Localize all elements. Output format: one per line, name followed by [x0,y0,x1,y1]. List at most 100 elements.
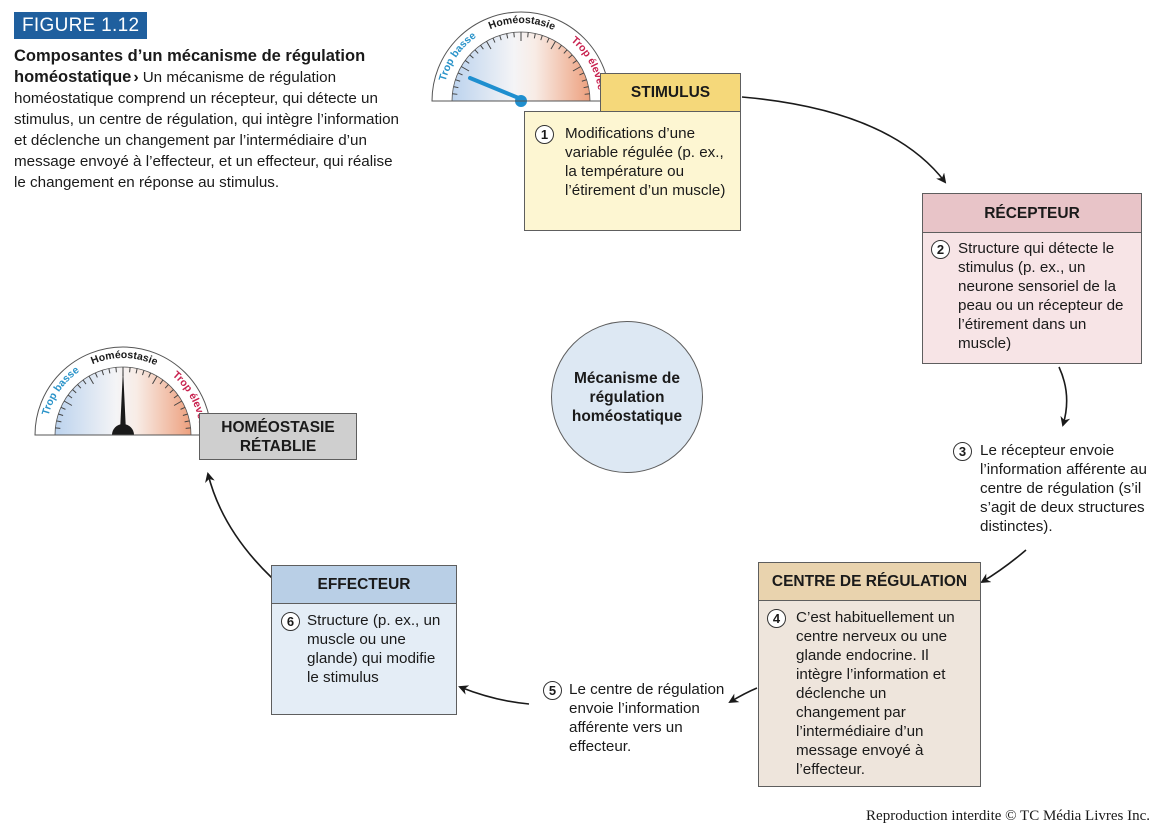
gauge-tick [513,32,515,38]
arrow-effecteur-to-retablie [205,472,273,579]
gauge-tick [173,400,183,406]
effecteur-box [271,603,457,715]
gauge-tick [56,420,62,423]
gauge-stimulus-needle [468,76,523,101]
caption-title: Composantes d’un mécanisme de régulation… [14,47,366,86]
gauge-tick [148,372,152,378]
gauge-tick [58,413,64,417]
gauge-tick [486,40,492,50]
gauge-tick [563,49,568,54]
gauge-tick [550,40,556,50]
gauge-tick [480,44,484,50]
retablie-header: HOMÉOSTASIE RÉTABLIE [199,413,357,460]
step-6-badge: 6 [281,612,300,631]
gauge-tick [169,389,174,394]
gauge-tick [540,35,543,41]
step-4-badge: 4 [767,609,786,628]
step-3-text: Le récepteur envoie l’information affére… [980,442,1147,535]
gauge-tick [88,375,94,385]
gauge-tick [546,37,550,43]
gauge-tick [184,420,190,423]
gauge-tick [173,394,179,399]
gauge-tick [182,413,188,417]
gauge-tick [159,379,164,385]
stimulus-title: STIMULUS [630,84,711,101]
gauge-tick [94,372,98,378]
gauge-retablie [34,346,212,436]
figure-label: FIGURE 1.12 [14,12,148,39]
step-1-badge: 1 [535,125,554,144]
gauge-tick [115,367,117,373]
gauge-tick [499,35,502,41]
gauge-tick [464,60,470,64]
gauge-tick [584,93,590,95]
gauge-retablie-needle [120,368,126,432]
gauge-tick [469,54,474,59]
gauge-tick [460,66,470,72]
gauge-tick [474,49,479,54]
recepteur-header: RÉCEPTEUR [922,193,1142,233]
step-2-badge: 2 [931,240,950,259]
stimulus-header: STIMULUS [600,73,741,112]
gauge-tick [572,66,582,72]
arrow-recepteur-to-step3 [1058,366,1071,427]
center-mechanism-circle: Mécanisme de régulation homéostatique [551,321,703,473]
gauge-tick [101,370,105,376]
centre-header: CENTRE DE RÉGULATION [758,562,981,601]
gauge-tick [558,44,562,50]
gauge-tick [533,33,536,39]
gauge-tick [77,384,82,389]
gauge-stimulus [431,11,611,107]
gauge-tick [141,370,145,376]
step-5-text: Le centre de régulation envoie l’informa… [569,681,725,755]
arrow-step5-to-effecteur [458,685,530,705]
centre-text: C’est habituellement un centre nerveux o… [796,609,955,778]
step-5-badge: 5 [543,681,562,700]
gauge-tick [452,93,458,95]
center-mechanism-label: Mécanisme de régulation homéostatique [571,369,683,425]
gauge-tick [55,427,61,429]
effecteur-title: EFFECTEUR [317,576,411,593]
step-3-badge: 3 [953,442,972,461]
gauge-tick [506,33,509,39]
caption-arrow-icon: › [133,69,139,86]
effecteur-header: EFFECTEUR [271,565,457,604]
retablie-title: HOMÉOSTASIE RÉTABLIE [221,418,335,455]
gauge-tick [453,86,459,89]
gauge-tick [72,389,77,394]
stimulus-text: Modifications d’une variable régulée (p.… [565,125,726,199]
gauge-tick [579,72,585,76]
arrow-step3-to-centre [980,549,1027,584]
stimulus-box [524,111,741,231]
gauge-tick [455,79,461,82]
centre-title: CENTRE DE RÉGULATION [771,573,968,590]
gauge-tick [492,37,496,43]
gauge-tick [82,379,87,385]
centre-box [758,600,981,787]
effecteur-text: Structure (p. ex., un muscle ou une glan… [307,612,441,686]
recepteur-title: RÉCEPTEUR [984,204,1080,222]
gauge-tick [527,32,529,38]
gauge-tick [457,72,463,76]
gauge-tick [67,394,73,399]
arrow-centre-to-step5 [728,687,758,704]
recepteur-text: Structure qui détecte le stimulus (p. ex… [958,240,1124,352]
caption-text: Un mécanisme de régulation homéostatique… [14,69,399,191]
gauge-tick [180,406,186,410]
gauge-tick [152,375,158,385]
gauge-tick [164,384,169,389]
gauge-tick [185,427,191,429]
arrow-stimulus-to-recepteur [741,96,947,184]
copyright-notice: Reproduction interdite © TC Média Livres… [866,808,1150,824]
gauge-tick [568,54,573,59]
recepteur-box [922,232,1142,364]
gauge-tick [63,400,73,406]
figure-caption: Composantes d’un mécanisme de régulation… [14,46,404,193]
gauge-tick [108,368,111,374]
gauge-tick [135,368,138,374]
gauge-tick [581,79,587,82]
gauge-tick [129,367,131,373]
gauge-tick [60,406,66,410]
gauge-tick [583,86,589,89]
gauge-tick [572,60,578,64]
